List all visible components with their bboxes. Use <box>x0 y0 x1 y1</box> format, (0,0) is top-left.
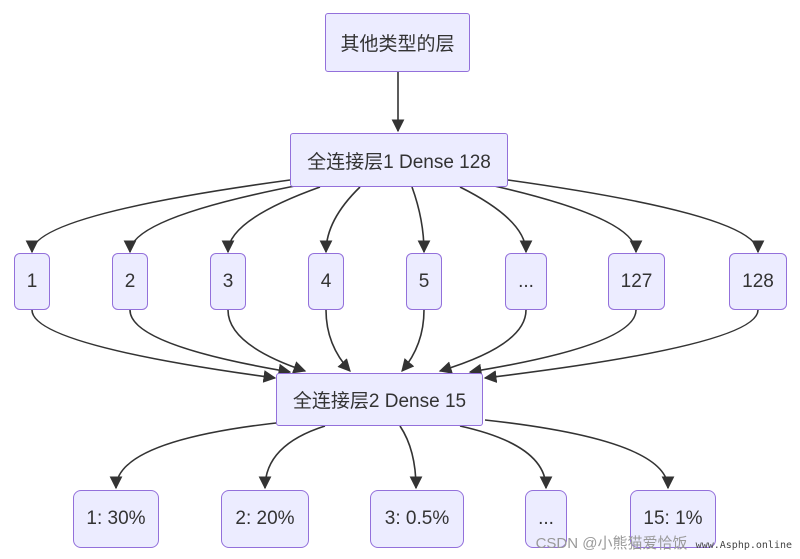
edge-dense2-to-o1 <box>109 421 286 490</box>
watermark-site: www.Asphp.online <box>695 540 792 551</box>
edge-dense2-to-o2 <box>258 425 326 490</box>
node-neuron-127: 127 <box>608 253 665 310</box>
node-output-1: 1: 30% <box>73 490 159 548</box>
edge-n4-to-dense2 <box>325 309 351 372</box>
node-neuron-3: 3 <box>210 253 246 310</box>
edge-n8-to-dense2 <box>483 309 759 383</box>
edge-dense1-to-n2 <box>123 184 301 254</box>
node-neuron-ellipsis: ... <box>505 253 547 310</box>
edge-dense2-to-o3 <box>399 425 423 490</box>
node-neuron-4: 4 <box>308 253 344 310</box>
edge-dense1-to-n7 <box>489 184 643 254</box>
node-other-layers: 其他类型的层 <box>325 13 470 72</box>
edge-n7-to-dense2 <box>468 309 637 377</box>
node-neuron-1: 1 <box>14 253 50 310</box>
edge-dense1-to-n3 <box>221 186 321 254</box>
edge-dense2-to-o5 <box>484 419 675 490</box>
node-dense2: 全连接层2 Dense 15 <box>276 373 483 426</box>
edge-dense1-to-n1 <box>25 179 291 254</box>
node-dense1: 全连接层1 Dense 128 <box>290 133 508 187</box>
node-neuron-2: 2 <box>112 253 148 310</box>
edge-n1-to-dense2 <box>31 309 277 383</box>
node-output-2: 2: 20% <box>221 490 309 548</box>
edge-n6-to-dense2 <box>438 309 527 374</box>
node-output-15: 15: 1% <box>630 490 716 548</box>
watermark-text: CSDN @小熊猫爱恰饭 <box>535 535 688 552</box>
node-output-ellipsis: ... <box>525 490 567 548</box>
edge-dense1-to-n5 <box>411 186 431 254</box>
edge-dense1-to-n4 <box>319 186 361 254</box>
edge-dense1-to-n6 <box>459 186 533 254</box>
edge-n2-to-dense2 <box>129 309 292 377</box>
edge-n5-to-dense2 <box>401 309 425 372</box>
edge-dense2-to-o4 <box>459 425 553 490</box>
node-neuron-128: 128 <box>729 253 787 310</box>
node-neuron-5: 5 <box>406 253 442 310</box>
edge-dense1-to-n8 <box>507 179 765 254</box>
edge-n3-to-dense2 <box>227 309 307 374</box>
watermark: CSDN @小熊猫爱恰饭 www.Asphp.online <box>536 532 792 553</box>
node-output-3: 3: 0.5% <box>370 490 464 548</box>
